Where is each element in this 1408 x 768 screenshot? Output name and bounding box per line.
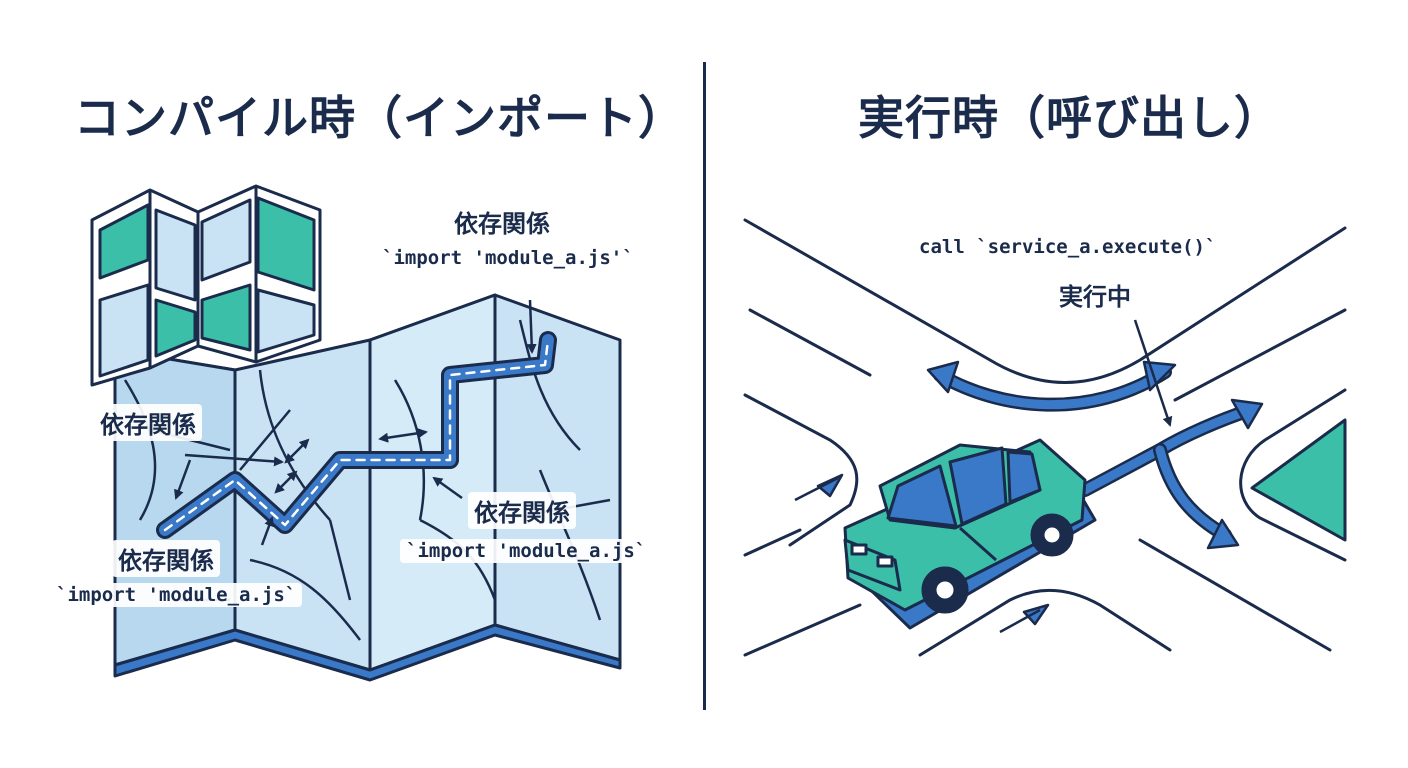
call-label: call `service_a.execute()`	[913, 235, 1223, 259]
intersection-roads	[743, 218, 1347, 657]
traffic-island	[1250, 418, 1347, 542]
running-label: 実行中	[1053, 276, 1137, 313]
dependency-route	[156, 331, 557, 539]
import-label-top: `import 'module_a.js'`	[376, 246, 640, 270]
import-label-bottom-left: `import 'module_a.js`	[50, 583, 303, 607]
panel-divider	[703, 62, 706, 710]
car-icon	[843, 438, 1097, 630]
dependency-label-top: 依存関係	[448, 203, 556, 240]
annotation-arrows	[174, 299, 537, 546]
compile-time-title: コンパイル時（インポート）	[74, 91, 685, 145]
runtime-title: 実行時（呼び出し）	[858, 91, 1281, 145]
dependency-label-bottom-right: 依存関係	[468, 492, 576, 529]
dependency-label-bottom-left: 依存関係	[112, 540, 220, 577]
import-label-bottom-right: `import 'module_a.js`	[400, 539, 653, 563]
small-map	[90, 184, 322, 387]
dependency-label-left: 依存関係	[94, 404, 202, 441]
